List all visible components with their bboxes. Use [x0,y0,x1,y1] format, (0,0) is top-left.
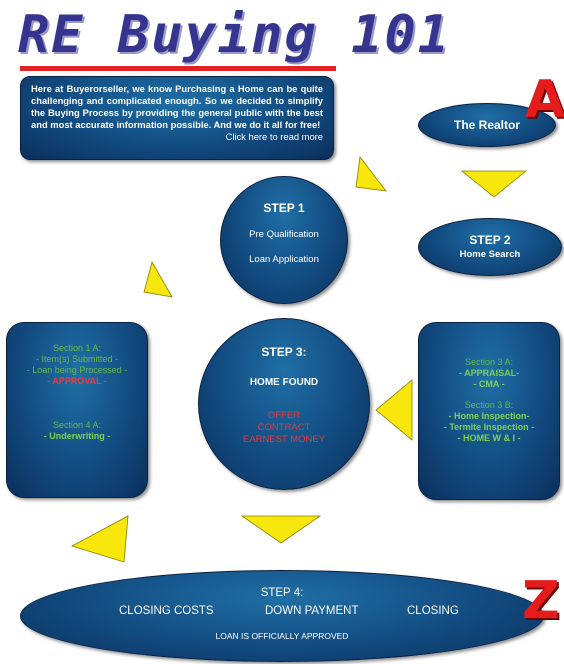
step4-title: STEP 4: [260,587,304,599]
section4a-title: Section 4 A: [52,420,102,430]
section1a-line2: - Loan being Processed - [26,365,128,375]
arrow-to-left-box [70,515,129,563]
realtor-label: The Realtor [453,118,520,132]
step3-line1: OFFER [267,410,301,421]
read-more-link[interactable]: Click here to read more [225,131,323,142]
section3a-line2: - CMA - [473,379,505,389]
section1a-title: Section 1 A: [52,343,102,353]
start-letter: A [525,70,564,130]
step1-line2: Loan Application [249,254,319,265]
step2-subtitle: Home Search [459,249,521,260]
section4a-line1: - Underwriting - [43,431,111,441]
step4-subtitle: LOAN IS OFFICIALLY APPROVED [215,631,349,641]
section3b-line3: - HOME W & I - [457,433,521,443]
page-title: RE Buying 101 [18,5,451,65]
arrow-step1-to-left [143,260,173,298]
section3a-line1: - APPRAISAL- [458,368,520,378]
step4-node: STEP 4: CLOSING COSTS DOWN PAYMENT CLOSI… [20,570,544,662]
arrow-realtor-to-step2 [460,170,528,198]
title-underline [20,66,336,71]
step3-found: HOME FOUND [249,377,319,388]
intro-text: Here at Buyerorseller, we know Purchasin… [31,83,323,130]
step3-line3: EARNEST MONEY [242,434,326,445]
step4-item3: CLOSING [407,605,459,617]
step4-item1: CLOSING COSTS [119,605,214,617]
section3b-title: Section 3 B: [464,400,514,410]
section1a-line3: - APPROVAL - [47,376,107,386]
step2-node: STEP 2 Home Search [418,218,562,276]
step1-title: STEP 1 [263,201,305,215]
step4-item2: DOWN PAYMENT [265,605,359,617]
arrow-step3-to-step4 [240,515,322,544]
step1-line1: Pre Qualification [249,229,319,240]
section-1-4-box: Section 1 A: - Item(s) Submitted - - Loa… [6,322,148,498]
section1a-line1: - Item(s) Submitted - [35,354,118,364]
section3a-title: Section 3 A: [464,357,514,367]
step3-node: STEP 3: HOME FOUND OFFER CONTRACT EARNES… [198,318,370,490]
step1-node: STEP 1 Pre Qualification Loan Applicatio… [220,176,348,304]
step2-title: STEP 2 [469,233,511,247]
arrow-right-to-step3 [375,379,413,441]
end-letter: Z [522,571,560,631]
arrow-to-intro [355,155,387,192]
section3b-line2: - Termite Inspection - [443,422,535,432]
section3b-line1: - Home Inspection- [448,411,530,421]
section-3-box: Section 3 A: - APPRAISAL- - CMA - Sectio… [418,322,560,500]
realtor-node: The Realtor [418,103,556,147]
intro-box: Here at Buyerorseller, we know Purchasin… [20,76,334,160]
step3-title: STEP 3: [261,345,307,359]
step3-line2: CONTRACT [257,422,311,433]
